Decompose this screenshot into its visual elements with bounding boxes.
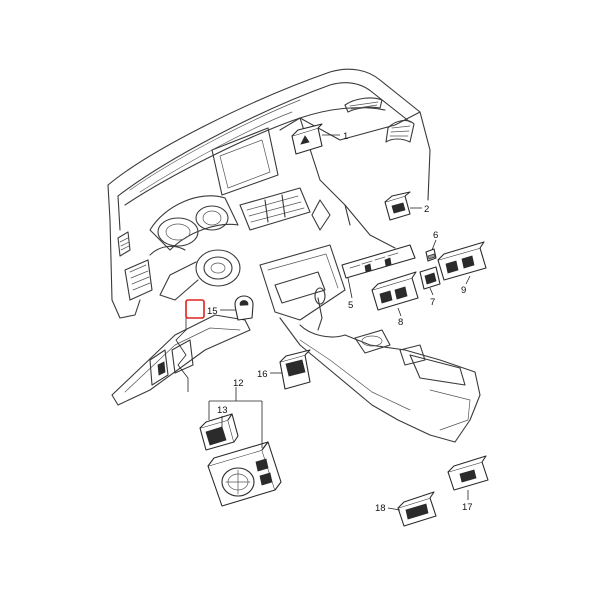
callout-5: 5 bbox=[348, 300, 353, 311]
center-console bbox=[259, 244, 481, 443]
part-18-switch bbox=[397, 491, 437, 527]
part-5-control-panel bbox=[341, 244, 416, 279]
vent-top-right bbox=[344, 97, 415, 143]
part-8-switch-block bbox=[371, 271, 419, 311]
part-13-switch-module bbox=[199, 413, 239, 451]
callout-2: 2 bbox=[424, 204, 429, 215]
vent-left bbox=[111, 231, 153, 319]
part-7-switch bbox=[419, 266, 441, 290]
callout-9: 9 bbox=[461, 285, 466, 296]
part-2-switch bbox=[384, 191, 411, 221]
callout-13: 13 bbox=[217, 405, 228, 416]
leader-lines bbox=[175, 134, 471, 511]
callout-15: 15 bbox=[207, 306, 218, 317]
callout-labels: 1 2 5 6 7 8 9 12 13 15 16 17 18 bbox=[207, 131, 473, 514]
callout-1: 1 bbox=[343, 131, 348, 142]
instrument-cluster bbox=[149, 195, 239, 251]
callout-6: 6 bbox=[433, 230, 438, 241]
part-15-ignition bbox=[234, 295, 254, 321]
steering-column bbox=[149, 245, 241, 301]
part-1-hazard-switch bbox=[291, 123, 323, 155]
vent-center bbox=[239, 187, 331, 231]
callout-17: 17 bbox=[462, 502, 473, 513]
highlight-box bbox=[185, 299, 205, 319]
lower-dash-panel bbox=[111, 314, 251, 406]
part-12-light-switch bbox=[207, 441, 282, 507]
part-6-connector bbox=[425, 248, 437, 262]
callout-8: 8 bbox=[398, 317, 403, 328]
callout-18: 18 bbox=[375, 503, 386, 514]
part-16-switch bbox=[279, 349, 311, 390]
part-9-switch-block bbox=[437, 241, 487, 281]
dashboard-outline bbox=[107, 68, 431, 301]
callout-7: 7 bbox=[430, 297, 435, 308]
part-17-switch bbox=[447, 455, 489, 491]
callout-12: 12 bbox=[233, 378, 244, 389]
callout-16: 16 bbox=[257, 369, 268, 380]
